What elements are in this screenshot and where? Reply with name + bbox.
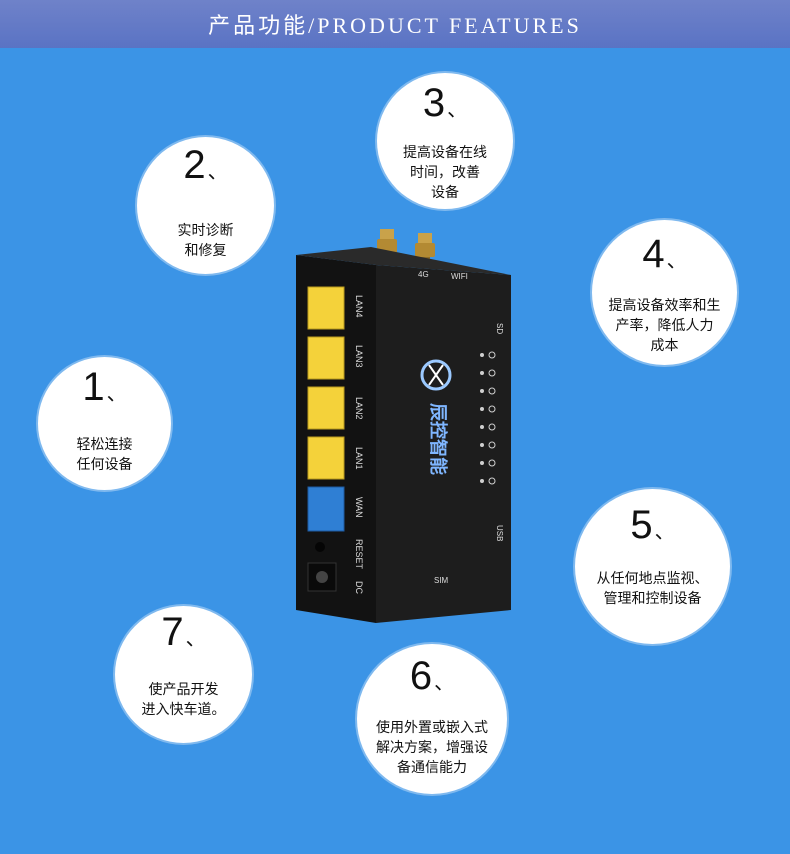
sim-label: SIM: [434, 576, 449, 585]
feature-circle-6: 6、 使用外置或嵌入式 解决方案，增强设 备通信能力: [357, 644, 507, 794]
led-indicators: [480, 351, 496, 485]
port-label: LAN2: [354, 397, 364, 420]
feature-text: 使产品开发 进入快车道。: [141, 682, 226, 718]
brand-logo-icon: [420, 359, 452, 391]
header-banner: 产品功能/PRODUCT FEATURES: [0, 0, 790, 48]
port-label: DC: [354, 581, 364, 594]
antenna-label: 4G: [418, 270, 429, 279]
feature-number: 6、: [409, 654, 455, 698]
feature-circle-4: 4、 提高设备效率和生 产率，降低人力 成本: [592, 220, 737, 365]
antenna-label: WIFI: [451, 272, 468, 281]
feature-number: 2、: [183, 143, 228, 187]
feature-number: 3、: [422, 81, 468, 125]
feature-number: 4、: [642, 232, 687, 276]
feature-circle-5: 5、 从任何地点监视、 管理和控制设备: [575, 489, 730, 644]
port-label: LAN4: [354, 295, 364, 318]
feature-text: 轻松连接 任何设备: [76, 437, 133, 473]
feature-text: 提高设备在线 时间，改善 设备: [403, 145, 487, 201]
usb-label: USB: [495, 525, 504, 541]
feature-text: 使用外置或嵌入式 解决方案，增强设 备通信能力: [376, 720, 488, 776]
feature-circle-1: 1、 轻松连接 任何设备: [38, 357, 171, 490]
feature-number: 1、: [82, 365, 127, 409]
feature-circle-7: 7、 使产品开发 进入快车道。: [115, 606, 252, 743]
sd-label: SD: [495, 323, 504, 334]
feature-text: 提高设备效率和生 产率，降低人力 成本: [608, 298, 721, 354]
feature-circle-2: 2、 实时诊断 和修复: [137, 137, 274, 274]
port-label: WAN: [354, 497, 364, 518]
feature-text: 实时诊断 和修复: [177, 223, 234, 259]
page-title: 产品功能/PRODUCT FEATURES: [208, 13, 582, 38]
brand-name: 辰控智能: [427, 403, 449, 475]
lan-ports: [307, 286, 345, 480]
feature-number: 7、: [161, 610, 206, 654]
port-label: LAN3: [354, 345, 364, 368]
port-label: RESET: [354, 539, 364, 570]
dc-jack: [307, 562, 337, 592]
feature-text: 从任何地点监视、 管理和控制设备: [596, 571, 709, 607]
feature-circle-3: 3、 提高设备在线 时间，改善 设备: [377, 73, 513, 209]
router-device: LAN4 LAN3 LAN2 LAN1 WAN RESET DC 4G WIFI…: [296, 229, 511, 623]
wan-port: [307, 486, 345, 532]
port-label: LAN1: [354, 447, 364, 470]
reset-hole: [315, 542, 325, 552]
feature-number: 5、: [630, 503, 675, 547]
